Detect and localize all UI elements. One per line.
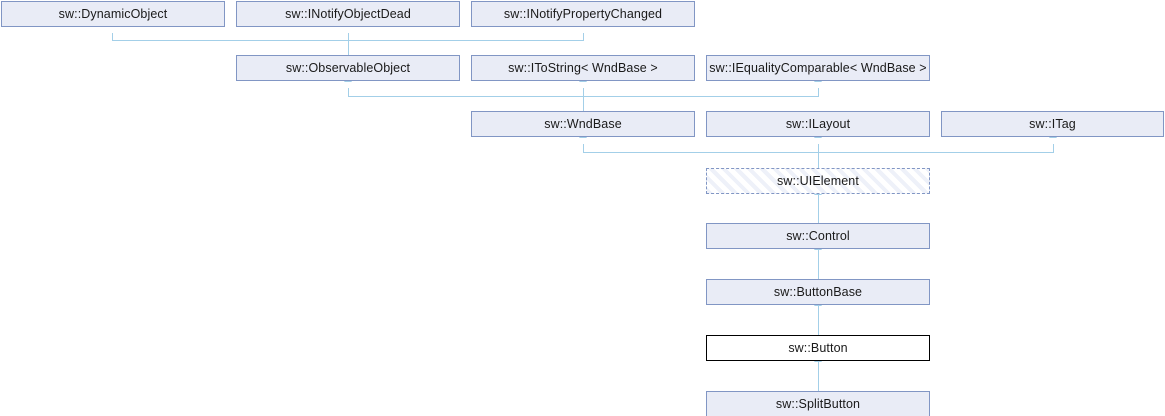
drop-uielement [818, 152, 819, 169]
class-node-label: sw::SplitButton [775, 396, 861, 411]
class-node-button[interactable]: sw::Button [706, 335, 930, 361]
stub-itag [1053, 144, 1054, 153]
class-node-buttonbase[interactable]: sw::ButtonBase [706, 279, 930, 305]
stub-dynamicobject [112, 33, 113, 41]
class-node-label: sw::WndBase [544, 116, 622, 131]
stub-ilayout [818, 144, 819, 153]
stub-inotifyobjectdead [348, 33, 349, 41]
drop-wndbase [583, 96, 584, 112]
link-uielement-control [818, 195, 819, 224]
link-control-buttonbase [818, 250, 819, 280]
class-node-wndbase[interactable]: sw::WndBase [471, 111, 695, 137]
class-node-label: sw::DynamicObject [58, 6, 168, 21]
class-node-ilayout[interactable]: sw::ILayout [706, 111, 930, 137]
class-node-uielement[interactable]: sw::UIElement [706, 168, 930, 194]
stub-iequalitycomp [818, 88, 819, 97]
class-node-label: sw::ButtonBase [773, 284, 863, 299]
class-node-inotifyobjectdead[interactable]: sw::INotifyObjectDead [236, 1, 460, 27]
link-button-splitbutton [818, 362, 819, 392]
class-node-label: sw::Button [788, 340, 848, 355]
class-node-label: sw::Control [786, 228, 850, 243]
class-node-label: sw::ObservableObject [285, 60, 411, 75]
stub-itostring [583, 88, 584, 97]
class-node-label: sw::INotifyObjectDead [285, 6, 411, 21]
class-node-dynamicobject[interactable]: sw::DynamicObject [1, 1, 225, 27]
stub-wndbase [583, 144, 584, 153]
class-node-observableobject[interactable]: sw::ObservableObject [236, 55, 460, 81]
link-buttonbase-button [818, 306, 819, 336]
class-node-itostring[interactable]: sw::IToString< WndBase > [471, 55, 695, 81]
class-node-label: sw::ILayout [785, 116, 851, 131]
stub-inotifypropchg [583, 33, 584, 41]
class-node-splitbutton[interactable]: sw::SplitButton [706, 391, 930, 416]
class-node-label: sw::UIElement [777, 173, 859, 188]
stub-observableobject [348, 88, 349, 97]
class-node-label: sw::ITag [1029, 116, 1076, 131]
class-node-label: sw::IToString< WndBase > [508, 60, 658, 75]
class-node-inotifypropertychanged[interactable]: sw::INotifyPropertyChanged [471, 1, 695, 27]
drop-observableobject [348, 40, 349, 56]
class-node-control[interactable]: sw::Control [706, 223, 930, 249]
class-node-itag[interactable]: sw::ITag [941, 111, 1164, 137]
class-node-label: sw::IEqualityComparable< WndBase > [709, 60, 927, 75]
class-node-iequalitycomparable[interactable]: sw::IEqualityComparable< WndBase > [706, 55, 930, 81]
class-node-label: sw::INotifyPropertyChanged [503, 6, 663, 21]
